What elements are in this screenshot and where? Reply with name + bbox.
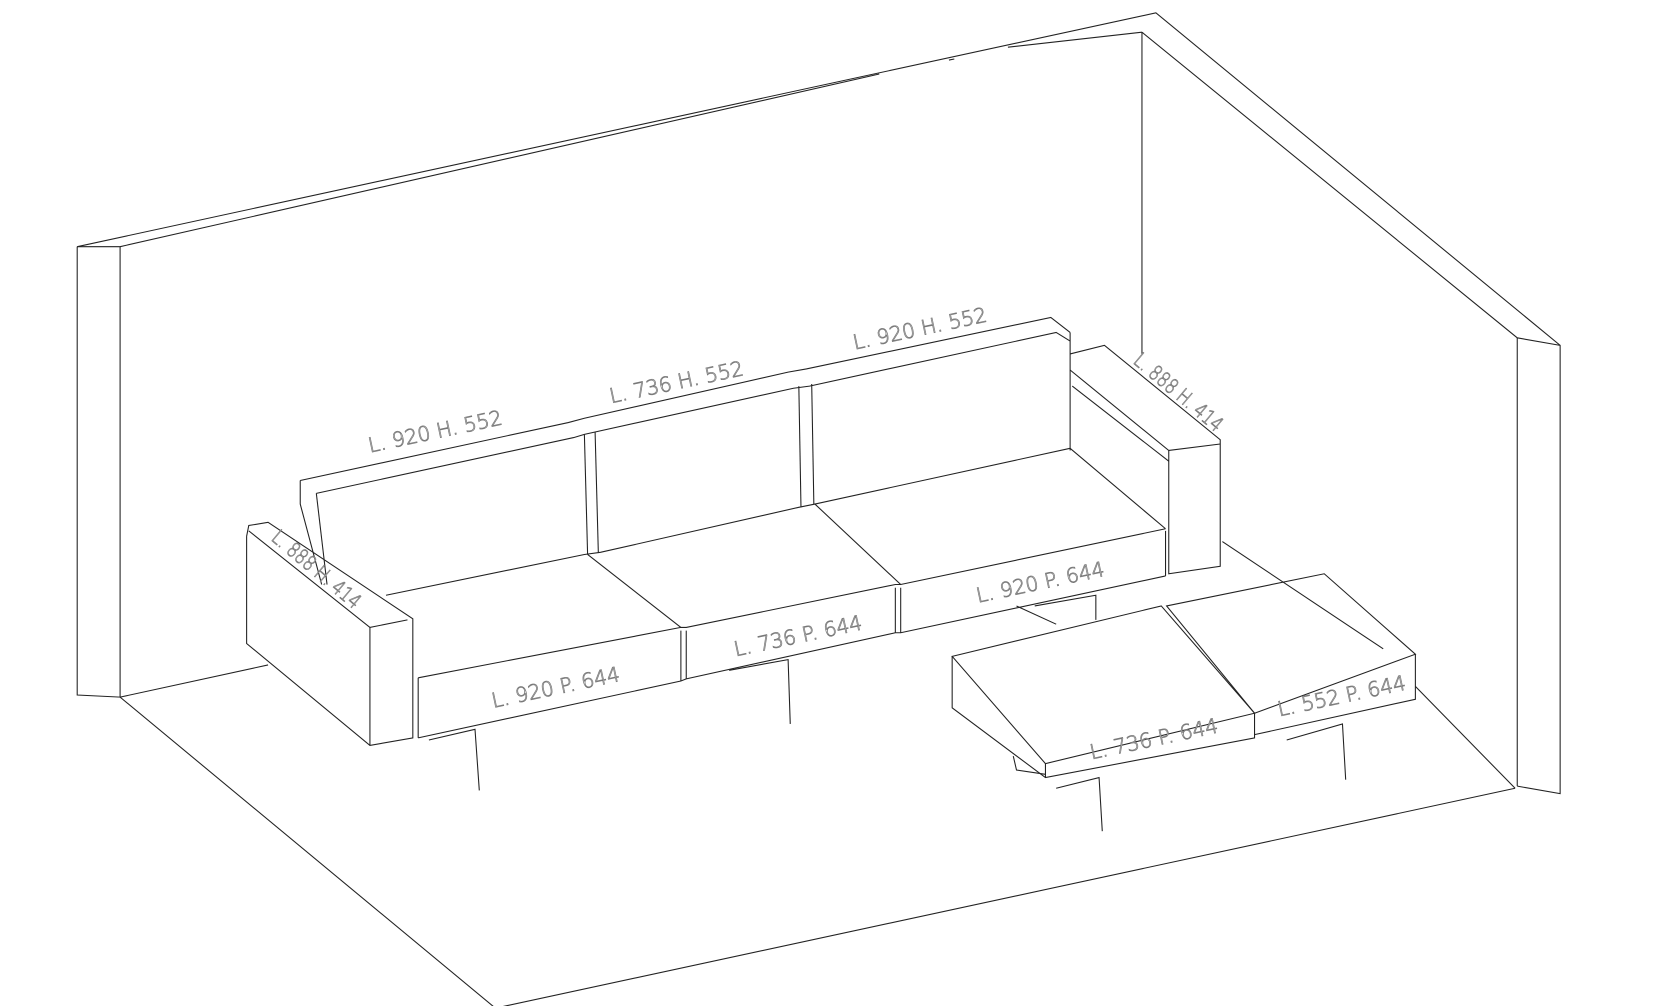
seat-label-1: L. 920 P. 644 xyxy=(489,662,622,713)
floor xyxy=(119,541,1516,1006)
ottoman-label-2: L. 552 P. 644 xyxy=(1275,671,1408,722)
dimension-labels: L. 920 H. 552 L. 736 H. 552 L. 920 H. 55… xyxy=(266,302,1408,764)
backrest-label-2: L. 736 H. 552 xyxy=(607,356,745,408)
armrest-label-left: L. 888 H. 414 xyxy=(267,526,365,614)
backrests xyxy=(299,316,1071,596)
backrest-label-3: L. 920 H. 552 xyxy=(851,303,989,355)
ottomans xyxy=(951,573,1417,832)
backrest-label-1: L. 920 H. 552 xyxy=(366,406,504,458)
sofa-legs xyxy=(428,594,1097,791)
armrest-label-right: L. 888 H. 414 xyxy=(1129,349,1227,437)
seats xyxy=(417,447,1167,739)
room-walls xyxy=(76,12,1561,795)
armrests xyxy=(246,344,1221,746)
seat-label-2: L. 736 P. 644 xyxy=(732,611,865,662)
